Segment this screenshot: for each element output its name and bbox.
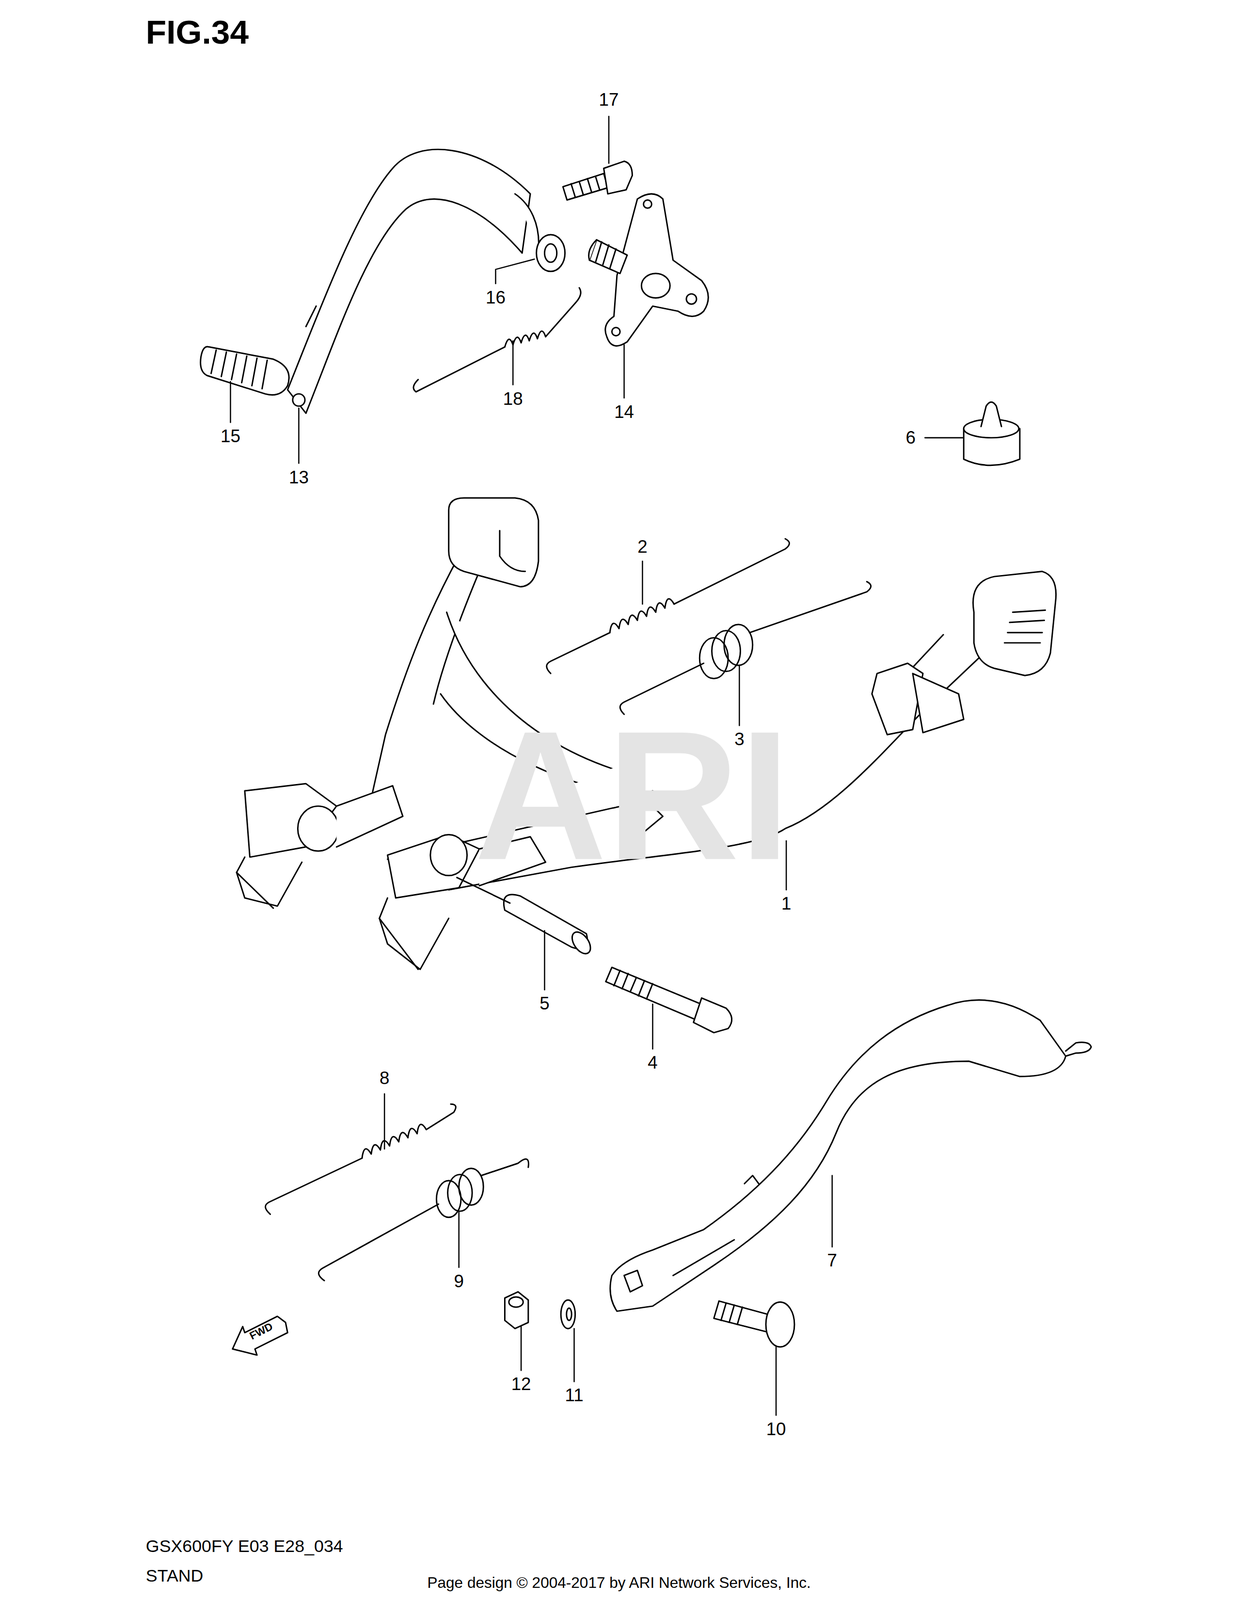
diagram-code: GSX600FY E03 E28_034 bbox=[145, 1537, 344, 1555]
side-stand-7 bbox=[610, 999, 1092, 1312]
figure-title: FIG.34 bbox=[145, 15, 249, 50]
watermark: ARI bbox=[474, 703, 791, 888]
spring-3 bbox=[619, 581, 872, 715]
callout-number: 8 bbox=[379, 1068, 390, 1087]
diagram-name: STAND bbox=[145, 1567, 204, 1585]
callout-number: 15 bbox=[220, 427, 241, 446]
washer-11 bbox=[560, 1299, 575, 1329]
collar-5 bbox=[457, 877, 595, 957]
center-stand-1 bbox=[236, 497, 1056, 969]
callout-number: 13 bbox=[288, 468, 309, 487]
callout-number: 14 bbox=[614, 403, 634, 422]
callout-number: 1 bbox=[781, 894, 792, 913]
callout-number: 7 bbox=[827, 1251, 838, 1270]
callout-number: 9 bbox=[454, 1271, 464, 1290]
nut-12 bbox=[504, 1291, 528, 1329]
spring-2 bbox=[546, 538, 790, 674]
callout-number: 12 bbox=[511, 1375, 532, 1394]
leader-lines bbox=[230, 116, 963, 1415]
bolt-17 bbox=[562, 161, 633, 201]
spring-18 bbox=[413, 287, 581, 392]
callout-number: 6 bbox=[905, 428, 916, 447]
callout-number: 5 bbox=[539, 994, 550, 1013]
plate-14 bbox=[588, 193, 709, 347]
callout-number: 11 bbox=[564, 1386, 584, 1405]
bolt-4 bbox=[605, 966, 732, 1033]
callout-number: 16 bbox=[485, 288, 506, 307]
callout-number: 4 bbox=[647, 1053, 658, 1072]
callout-number: 2 bbox=[637, 537, 648, 556]
washer-16 bbox=[536, 234, 566, 272]
callout-number: 10 bbox=[766, 1419, 787, 1438]
bolt-10 bbox=[713, 1300, 795, 1347]
footpeg-15 bbox=[200, 346, 290, 396]
lever-13 bbox=[287, 149, 539, 413]
bumper-6 bbox=[963, 401, 1020, 465]
spring-8 bbox=[265, 1103, 457, 1214]
callout-number: 18 bbox=[503, 389, 523, 408]
callout-number: 17 bbox=[599, 91, 619, 110]
spring-9 bbox=[318, 1158, 529, 1281]
forward-arrow bbox=[232, 1315, 288, 1355]
copyright-note: Page design © 2004-2017 by ARI Network S… bbox=[427, 1575, 811, 1591]
